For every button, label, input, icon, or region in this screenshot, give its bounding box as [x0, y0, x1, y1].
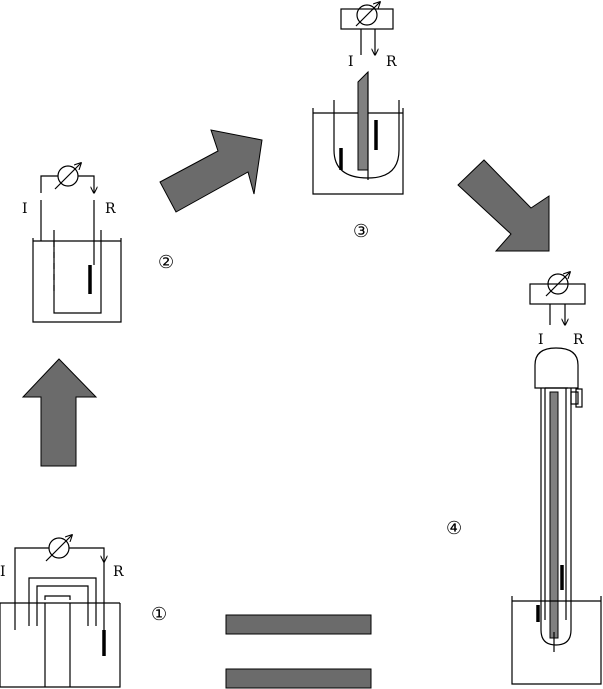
stage-1-apparatus: [0, 535, 121, 688]
stage-3-label-left: I: [348, 54, 354, 70]
stage-2-apparatus: [32, 163, 122, 323]
flow-arrow-up: [21, 358, 98, 467]
stage-2-label-left: I: [22, 201, 28, 217]
stage-1-number: ①: [151, 604, 167, 625]
stage-3-label-right: R: [386, 54, 397, 70]
equals-sign-icon: [225, 614, 372, 689]
galvanometer-icon: [529, 272, 586, 305]
flow-arrow-down-right: [457, 159, 550, 252]
stage-3-apparatus: [312, 2, 404, 195]
stage-4-label-right: R: [573, 332, 584, 348]
stage-2-number: ②: [158, 252, 174, 273]
stage-4-number: ④: [446, 518, 462, 539]
stage-4-apparatus: [511, 272, 602, 685]
galvanometer-icon: [340, 2, 394, 30]
galvanometer-icon: [54, 163, 81, 190]
stage-4-label-left: I: [538, 332, 544, 348]
galvanometer-icon: [45, 535, 72, 562]
flow-arrow-up-right: [159, 129, 263, 213]
stage-1-label-right: R: [113, 564, 124, 580]
stage-3-number: ③: [353, 221, 369, 242]
stage-1-label-left: I: [0, 564, 6, 580]
stage-2-label-right: R: [105, 201, 116, 217]
